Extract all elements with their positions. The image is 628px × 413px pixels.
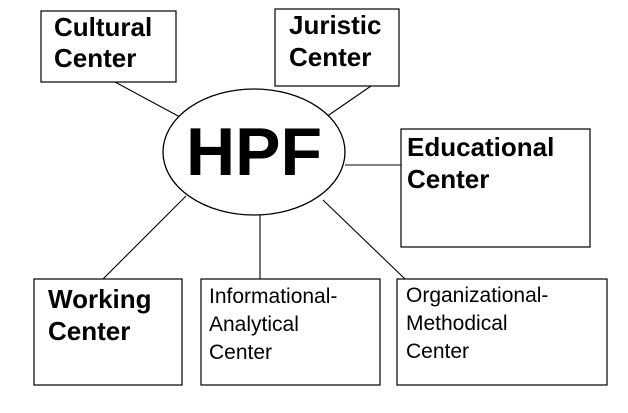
node-informational-analytical-center: Informational- Analytical Center — [200, 278, 381, 386]
node-working-box — [33, 278, 183, 386]
node-working-line2: Center — [48, 316, 130, 346]
node-organizational-line2: Methodical — [406, 312, 508, 335]
node-informational-box — [200, 278, 381, 386]
connector-juristic — [325, 85, 372, 118]
node-educational-box — [400, 128, 591, 248]
node-organizational-line3: Center — [406, 340, 469, 363]
node-working-line1: Working — [48, 284, 152, 314]
node-juristic-line2: Center — [289, 42, 371, 72]
hpf-hub-ellipse — [162, 88, 346, 216]
node-cultural-box — [40, 10, 177, 83]
node-educational-center: Educational Center — [400, 128, 591, 248]
node-juristic-box — [274, 8, 400, 87]
node-informational-line1: Informational- — [209, 285, 337, 308]
node-cultural-line1: Cultural — [54, 12, 152, 42]
node-juristic-line1: Juristic — [289, 10, 382, 40]
hpf-hub-label: HPF — [186, 114, 322, 190]
node-cultural-line2: Center — [54, 43, 136, 73]
connector-organizational — [322, 199, 406, 280]
connector-cultural — [114, 81, 181, 118]
node-organizational-box — [396, 278, 608, 386]
node-informational-line2: Analytical — [209, 313, 299, 336]
node-juristic-center: Juristic Center — [274, 8, 400, 87]
node-educational-line2: Center — [407, 164, 489, 194]
node-organizational-methodical-center: Organizational- Methodical Center — [396, 278, 608, 386]
connector-working — [102, 195, 187, 280]
node-organizational-line1: Organizational- — [406, 284, 548, 307]
node-informational-line3: Center — [209, 341, 272, 364]
node-educational-line1: Educational — [407, 132, 554, 162]
node-working-center: Working Center — [33, 278, 183, 386]
node-cultural-center: Cultural Center — [40, 10, 177, 83]
